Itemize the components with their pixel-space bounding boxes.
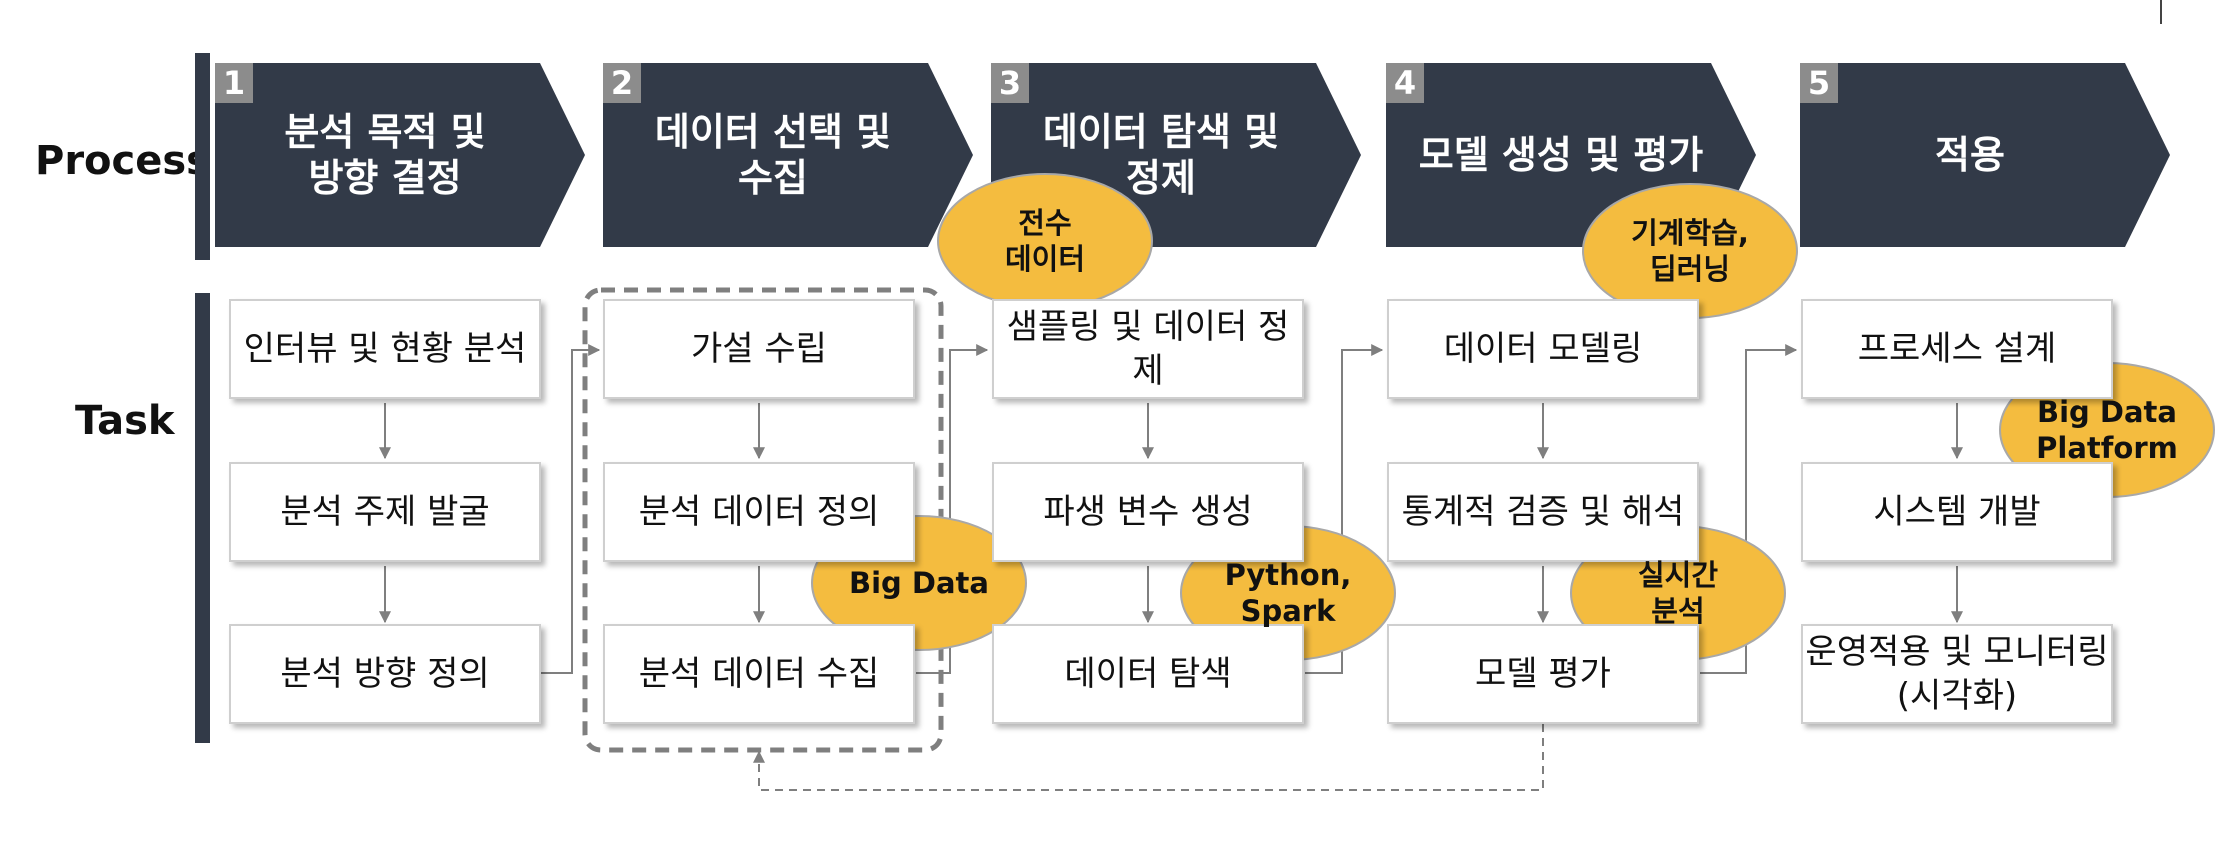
phase-5-title: 적용 bbox=[1935, 133, 2005, 177]
phase-4-title: 모델 생성 및 평가 bbox=[1418, 133, 1704, 177]
task-box: 분석 데이터 수집 bbox=[603, 624, 915, 724]
task-box: 통계적 검증 및 해석 bbox=[1387, 462, 1699, 562]
phase-5-chevron bbox=[1800, 63, 2170, 247]
task-box: 샘플링 및 데이터 정제 bbox=[992, 299, 1304, 399]
callout-5-text: 실시간 분석 bbox=[1637, 558, 1719, 628]
task-box: 가설 수립 bbox=[603, 299, 915, 399]
phase-2-chevron bbox=[603, 63, 973, 247]
callout-2-text: Big Data bbox=[849, 566, 989, 600]
phase-3-number: 3 bbox=[991, 63, 1029, 103]
phase-1-chevron bbox=[215, 63, 585, 247]
task-box: 데이터 탐색 bbox=[992, 624, 1304, 724]
task-box: 운영적용 및 모니터링 (시각화) bbox=[1801, 624, 2113, 724]
phase-3-title: 데이터 탐색 및 정제 bbox=[1042, 110, 1280, 200]
task-row-label: Task bbox=[75, 398, 175, 444]
task-box: 프로세스 설계 bbox=[1801, 299, 2113, 399]
task-box: 시스템 개발 bbox=[1801, 462, 2113, 562]
connector-col4-col5 bbox=[1700, 344, 1798, 674]
phase-1-title: 분석 목적 및 방향 결정 bbox=[284, 110, 486, 200]
connector-col3-col4 bbox=[1305, 344, 1384, 674]
task-box: 데이터 모델링 bbox=[1387, 299, 1699, 399]
task-box: 분석 데이터 정의 bbox=[603, 462, 915, 562]
process-row-bar bbox=[195, 53, 210, 260]
phase-4-number: 4 bbox=[1386, 63, 1424, 103]
callout-4-text: 기계학습, 딥러닝 bbox=[1631, 216, 1749, 286]
callout-1-text: 전수 데이터 bbox=[1004, 206, 1086, 276]
task-box: 파생 변수 생성 bbox=[992, 462, 1304, 562]
task-box: 분석 방향 정의 bbox=[229, 624, 541, 724]
process-row-label: Process bbox=[35, 138, 210, 184]
connector-col2-col3 bbox=[916, 344, 989, 674]
task-box: 모델 평가 bbox=[1387, 624, 1699, 724]
callout-3-text: Python, Spark bbox=[1224, 558, 1352, 628]
task-box: 인터뷰 및 현황 분석 bbox=[229, 299, 541, 399]
task-box: 분석 주제 발굴 bbox=[229, 462, 541, 562]
connector-col1-col2 bbox=[541, 344, 601, 674]
feedback-loop-connector bbox=[753, 724, 1544, 791]
corner-divider bbox=[2160, 0, 2162, 24]
task-row-bar bbox=[195, 293, 210, 743]
phase-1-number: 1 bbox=[215, 63, 253, 103]
phase-2-title: 데이터 선택 및 수집 bbox=[654, 110, 892, 200]
phase-5-number: 5 bbox=[1800, 63, 1838, 103]
callout-6-text: Big Data Platform bbox=[2036, 395, 2178, 465]
phase-2-number: 2 bbox=[603, 63, 641, 103]
